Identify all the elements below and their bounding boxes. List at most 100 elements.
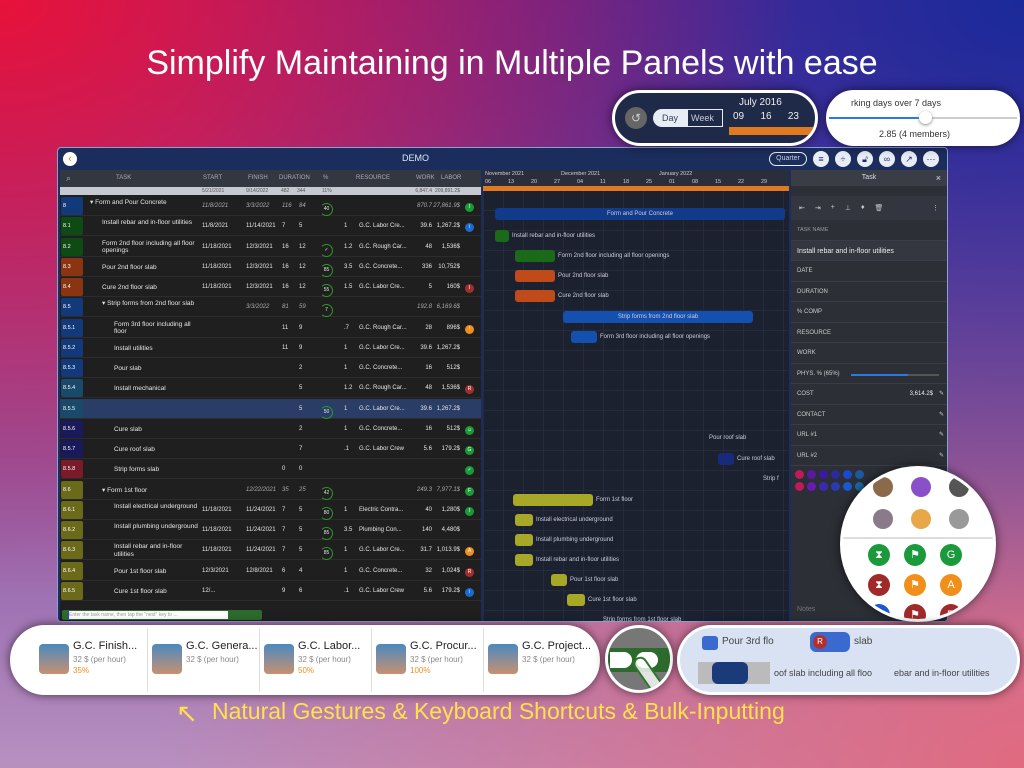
color-swatch[interactable]	[949, 509, 969, 529]
day-scale-button[interactable]: Day	[653, 109, 687, 127]
panel-field[interactable]: % COMP	[791, 302, 947, 323]
col-pct[interactable]: %	[323, 175, 329, 181]
gantt-bar[interactable]	[571, 331, 597, 343]
gantt-bar[interactable]	[718, 453, 734, 465]
color-swatch[interactable]	[795, 470, 804, 479]
panel-field[interactable]: RESOURCE	[791, 323, 947, 343]
status-icon[interactable]: R	[465, 385, 474, 395]
panel-field[interactable]: DURATION	[791, 282, 947, 302]
status-icon[interactable]: i	[465, 587, 474, 597]
task-name-field[interactable]: Install rebar and in-floor utilities	[791, 240, 947, 261]
status-icon[interactable]: I	[465, 284, 474, 293]
more-icon[interactable]: ⋮	[932, 205, 939, 212]
back-button[interactable]: ‹	[63, 152, 77, 166]
status-icon[interactable]: G	[465, 446, 474, 455]
color-swatch[interactable]	[831, 482, 840, 491]
color-swatch[interactable]	[795, 482, 804, 491]
color-swatch[interactable]	[949, 477, 969, 497]
panel-field[interactable]: PHYS. % (65%)	[791, 364, 947, 384]
status-icon-option[interactable]: A	[940, 574, 962, 596]
color-swatch[interactable]	[855, 470, 864, 479]
col-task[interactable]: TASK	[116, 175, 132, 181]
search-icon[interactable]: ⌕	[66, 173, 72, 183]
edit-icon[interactable]: ✎	[938, 411, 944, 418]
gantt-bar[interactable]	[515, 290, 555, 302]
color-swatch[interactable]	[873, 509, 893, 529]
color-swatch[interactable]	[807, 482, 816, 491]
color-swatch[interactable]	[843, 470, 852, 479]
gantt-bar[interactable]	[567, 594, 585, 606]
color-swatch[interactable]	[819, 470, 828, 479]
close-icon[interactable]: ×	[935, 173, 941, 183]
color-swatch[interactable]	[911, 509, 931, 529]
status-icon-option[interactable]: ⧗	[868, 544, 890, 566]
gantt-bar[interactable]: Form and Pour Concrete	[495, 208, 785, 220]
panel-field[interactable]: URL #2✎	[791, 446, 947, 466]
status-icon-option[interactable]	[868, 604, 890, 619]
status-icon[interactable]: F	[465, 486, 474, 496]
edit-icon[interactable]: ✎	[938, 452, 944, 459]
resource-item[interactable]: G.C. Labor...32 $ (per hour)50%	[259, 628, 369, 692]
status-icon-option[interactable]: ⚑	[904, 544, 926, 566]
week-scale-button[interactable]: Week	[687, 109, 723, 127]
hierarchy-icon[interactable]: ⊥	[844, 205, 851, 212]
gantt-bar[interactable]	[515, 270, 555, 282]
outdent-icon[interactable]: ⇤	[799, 205, 805, 212]
gantt-bar[interactable]	[515, 554, 533, 566]
add-subtask-icon[interactable]: +	[830, 204, 835, 211]
color-swatch[interactable]	[873, 477, 893, 497]
split-icon[interactable]: ÷	[835, 151, 851, 167]
col-resource[interactable]: RESOURCE	[356, 175, 391, 181]
milestone-icon[interactable]: ♦	[860, 204, 865, 211]
resource-item[interactable]: G.C. Genera...32 $ (per hour)	[147, 628, 258, 692]
panel-field[interactable]: WORK	[791, 343, 947, 364]
phys-slider[interactable]	[851, 373, 939, 376]
panel-field[interactable]: URL #1✎	[791, 425, 947, 446]
col-start[interactable]: START	[203, 175, 223, 181]
gantt-bar[interactable]	[515, 514, 533, 526]
color-swatch[interactable]	[807, 470, 816, 479]
col-duration[interactable]: DURATION	[279, 175, 310, 181]
more-icon[interactable]: ⋯	[923, 151, 939, 167]
indent-icon[interactable]: ⇥	[814, 205, 821, 212]
unlock-icon[interactable]: 🔓︎	[857, 151, 873, 167]
resource-item[interactable]: G.C. Finish...32 $ (per hour)35%	[35, 628, 145, 692]
status-icon[interactable]: R	[465, 567, 474, 577]
status-icon-option[interactable]: G	[940, 544, 962, 566]
status-icon[interactable]: !	[465, 324, 474, 334]
status-icon[interactable]: I	[465, 506, 474, 516]
color-swatch[interactable]	[831, 470, 840, 479]
status-icon-option[interactable]: ⚑	[904, 604, 926, 619]
edit-icon[interactable]: ✎	[938, 391, 944, 397]
task-name-input[interactable]	[68, 611, 228, 619]
resource-item[interactable]: G.C. Project...32 $ (per hour)	[483, 628, 593, 692]
panel-field[interactable]: DATE	[791, 261, 947, 282]
color-swatch[interactable]	[843, 482, 852, 491]
delete-icon[interactable]: 🗑︎	[874, 205, 884, 212]
link-icon[interactable]: ∞	[879, 151, 895, 167]
gantt-bar[interactable]	[495, 230, 509, 242]
edit-icon[interactable]: ✎	[938, 432, 944, 438]
col-labor[interactable]: LABOR	[441, 175, 462, 181]
status-icon[interactable]: A	[465, 547, 474, 557]
share-icon[interactable]: ↗	[901, 151, 917, 167]
undo-icon[interactable]: ↺	[625, 107, 647, 129]
status-icon[interactable]: ✓	[465, 466, 474, 476]
status-icon[interactable]: I	[465, 203, 474, 212]
notes-field[interactable]: Notes	[797, 606, 816, 613]
